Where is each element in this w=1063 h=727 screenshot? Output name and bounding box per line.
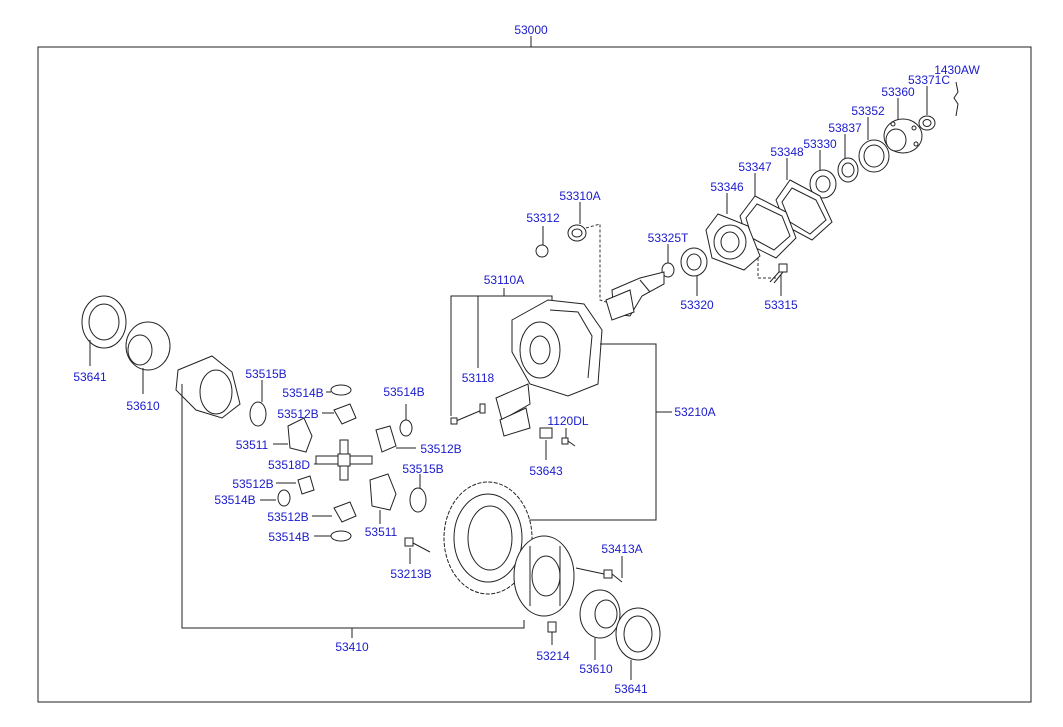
part-53512B-top (333, 403, 357, 425)
label-53514B-top[interactable]: 53514B (282, 386, 323, 400)
label-53610-left[interactable]: 53610 (126, 399, 160, 413)
part-53118 (450, 403, 486, 425)
part-53214 (547, 621, 557, 633)
part-53511-left (287, 417, 313, 453)
label-53410[interactable]: 53410 (335, 640, 369, 654)
part-53413A (575, 567, 623, 583)
part-53312 (535, 244, 549, 258)
part-53310A (567, 224, 587, 242)
label-53512B-left[interactable]: 53512B (232, 477, 273, 491)
label-53371C[interactable]: 53371C (908, 73, 950, 87)
label-53325T[interactable]: 53325T (648, 231, 689, 245)
label-53330[interactable]: 53330 (803, 137, 837, 151)
part-53641-left (81, 295, 127, 349)
part-ring-gear (443, 481, 533, 595)
part-53320 (680, 247, 708, 277)
part-53512B-right (375, 425, 397, 453)
part-53213B (404, 537, 431, 553)
part-53330 (809, 169, 837, 199)
label-53312[interactable]: 53312 (526, 211, 560, 225)
label-53837[interactable]: 53837 (828, 121, 862, 135)
part-53643 (539, 427, 553, 439)
part-53346 (705, 213, 761, 271)
part-53512B-bottom (333, 501, 357, 523)
label-53515B-lower[interactable]: 53515B (402, 462, 443, 476)
label-53413A[interactable]: 53413A (601, 542, 642, 556)
label-1120DL[interactable]: 1120DL (547, 414, 588, 428)
label-53213B[interactable]: 53213B (390, 567, 431, 581)
part-53610-left (125, 321, 171, 371)
part-53514B-left (277, 489, 291, 507)
label-53641-lower[interactable]: 53641 (614, 682, 648, 696)
part-53837 (837, 157, 859, 183)
label-53118[interactable]: 53118 (462, 371, 495, 385)
label-53511-right[interactable]: 53511 (365, 525, 398, 539)
part-53511-right (369, 473, 397, 511)
label-53511-left[interactable]: 53511 (236, 438, 269, 452)
part-53352 (858, 139, 890, 173)
part-53512B-left (297, 475, 315, 495)
label-53515B-upper[interactable]: 53515B (245, 367, 286, 381)
label-53110A[interactable]: 53110A (484, 273, 524, 287)
label-53514B-bottom[interactable]: 53514B (268, 530, 309, 544)
label-53214[interactable]: 53214 (536, 649, 570, 663)
part-53360 (883, 118, 923, 154)
part-53315 (769, 263, 788, 284)
label-53210A[interactable]: 53210A (674, 405, 715, 419)
part-53515B-lower (409, 487, 427, 513)
label-53643[interactable]: 53643 (529, 464, 563, 478)
part-53641-lower (615, 607, 661, 661)
part-1430AW (953, 81, 959, 117)
label-53641-left[interactable]: 53641 (73, 370, 107, 384)
part-53610-lower (579, 589, 621, 639)
label-53347[interactable]: 53347 (738, 160, 772, 174)
label-53512B-top[interactable]: 53512B (277, 407, 318, 421)
assembly-number: 53000 (514, 23, 548, 37)
part-bearing-caps (495, 383, 531, 437)
label-53514B-left[interactable]: 53514B (214, 493, 255, 507)
label-53610-lower[interactable]: 53610 (579, 662, 613, 676)
label-53360[interactable]: 53360 (881, 85, 915, 99)
diagram-frame (37, 46, 1032, 703)
part-diff-case (175, 355, 241, 419)
label-53512B-bottom[interactable]: 53512B (267, 510, 308, 524)
label-53352[interactable]: 53352 (851, 104, 885, 118)
label-53514B-right[interactable]: 53514B (383, 385, 424, 399)
label-53310A[interactable]: 53310A (559, 189, 600, 203)
part-53515B-upper (249, 401, 267, 427)
label-53348[interactable]: 53348 (770, 145, 804, 159)
part-drive-pinion (605, 271, 665, 321)
label-53346[interactable]: 53346 (710, 180, 744, 194)
part-53110A-housing (511, 299, 603, 397)
part-53518D-spider (315, 439, 373, 481)
part-1120DL (561, 437, 576, 447)
label-53315[interactable]: 53315 (764, 298, 798, 312)
part-53514B-top (330, 384, 352, 396)
part-53514B-right (399, 419, 413, 437)
label-53518D[interactable]: 53518D (268, 458, 310, 472)
label-53320[interactable]: 53320 (680, 298, 714, 312)
part-53371C (918, 115, 936, 131)
label-53512B-right[interactable]: 53512B (420, 442, 461, 456)
part-case-flange (513, 535, 575, 617)
label-1430AW[interactable]: 1430AW (934, 63, 980, 77)
part-53514B-bottom (330, 530, 352, 542)
